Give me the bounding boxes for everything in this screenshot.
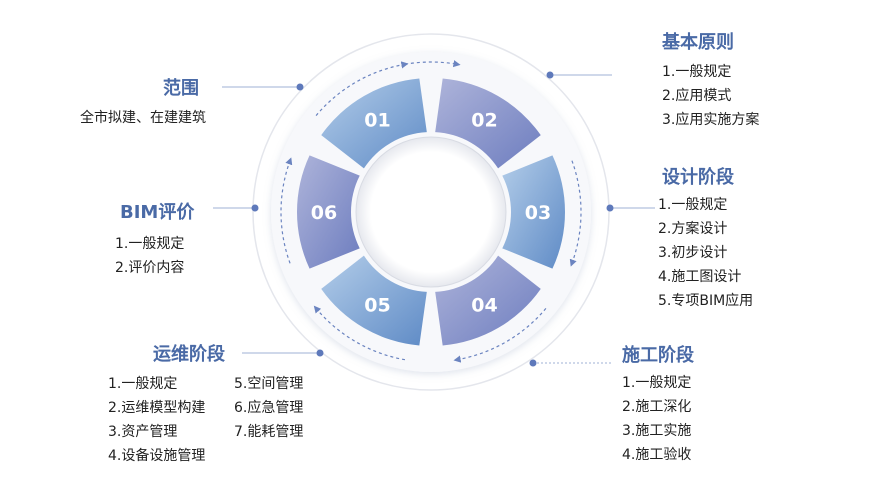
- list-item: 1.一般规定: [662, 64, 732, 80]
- segment-06: [296, 155, 360, 269]
- list-item: 4.施工验收: [622, 447, 692, 463]
- list-item: 2.应用模式: [662, 88, 732, 104]
- segment-label-01: 01: [364, 109, 390, 131]
- list-item: 5.空间管理: [234, 376, 304, 392]
- list-item: 3.应用实施方案: [662, 112, 760, 128]
- construction-stage-list: 1.一般规定 2.施工深化 3.施工实施 4.施工验收: [622, 371, 691, 467]
- segments-group: 01 02 03 04 05 06: [296, 78, 565, 346]
- design-stage-list: 1.一般规定 2.方案设计 3.初步设计 4.施工图设计 5.专项BIM应用: [658, 193, 753, 313]
- list-item: 3.施工实施: [622, 423, 692, 439]
- list-item: 7.能耗管理: [234, 424, 304, 440]
- segment-03: [502, 155, 565, 269]
- operation-stage-list-col1: 1.一般规定 2.运维模型构建 3.资产管理 4.设备设施管理: [108, 372, 205, 468]
- basic-principles-list: 1.一般规定 2.应用模式 3.应用实施方案: [662, 60, 759, 132]
- bim-evaluation-list: 1.一般规定 2.评价内容: [115, 232, 184, 280]
- list-item: 5.专项BIM应用: [658, 293, 754, 309]
- scope-description: 全市拟建、在建建筑: [80, 110, 206, 126]
- operation-stage-list-col2: 5.空间管理 6.应急管理 7.能耗管理: [234, 372, 303, 444]
- segment-02: [435, 78, 541, 169]
- list-item: 3.初步设计: [658, 245, 728, 261]
- design-stage-title: 设计阶段: [662, 167, 734, 188]
- bim-evaluation-title: BIM评价: [120, 202, 195, 223]
- list-item: 4.施工图设计: [658, 269, 742, 285]
- list-item: 1.一般规定: [658, 197, 728, 213]
- list-item: 3.资产管理: [108, 424, 178, 440]
- list-item: 1.一般规定: [622, 375, 692, 391]
- segment-label-05: 05: [364, 295, 390, 317]
- list-item: 4.设备设施管理: [108, 448, 206, 464]
- list-item: 1.一般规定: [108, 376, 178, 392]
- segment-01: [321, 78, 427, 169]
- segment-label-02: 02: [471, 109, 497, 131]
- list-item: 2.施工深化: [622, 399, 692, 415]
- list-item: 2.运维模型构建: [108, 400, 206, 416]
- list-item: 2.方案设计: [658, 221, 728, 237]
- list-item: 6.应急管理: [234, 400, 304, 416]
- list-item: 1.一般规定: [115, 236, 185, 252]
- segment-label-06: 06: [311, 202, 337, 224]
- basic-principles-title: 基本原则: [662, 32, 734, 53]
- construction-stage-title: 施工阶段: [622, 345, 694, 366]
- list-item: 2.评价内容: [115, 260, 185, 276]
- operation-stage-title: 运维阶段: [153, 344, 225, 365]
- cycle-arrows: [280, 60, 582, 363]
- inner-circle: [355, 136, 507, 288]
- segment-label-03: 03: [525, 202, 551, 224]
- segment-label-04: 04: [471, 295, 497, 317]
- segment-05: [321, 255, 427, 346]
- segment-04: [435, 255, 541, 346]
- connectors: [213, 71, 655, 367]
- scope-title: 范围: [163, 78, 199, 99]
